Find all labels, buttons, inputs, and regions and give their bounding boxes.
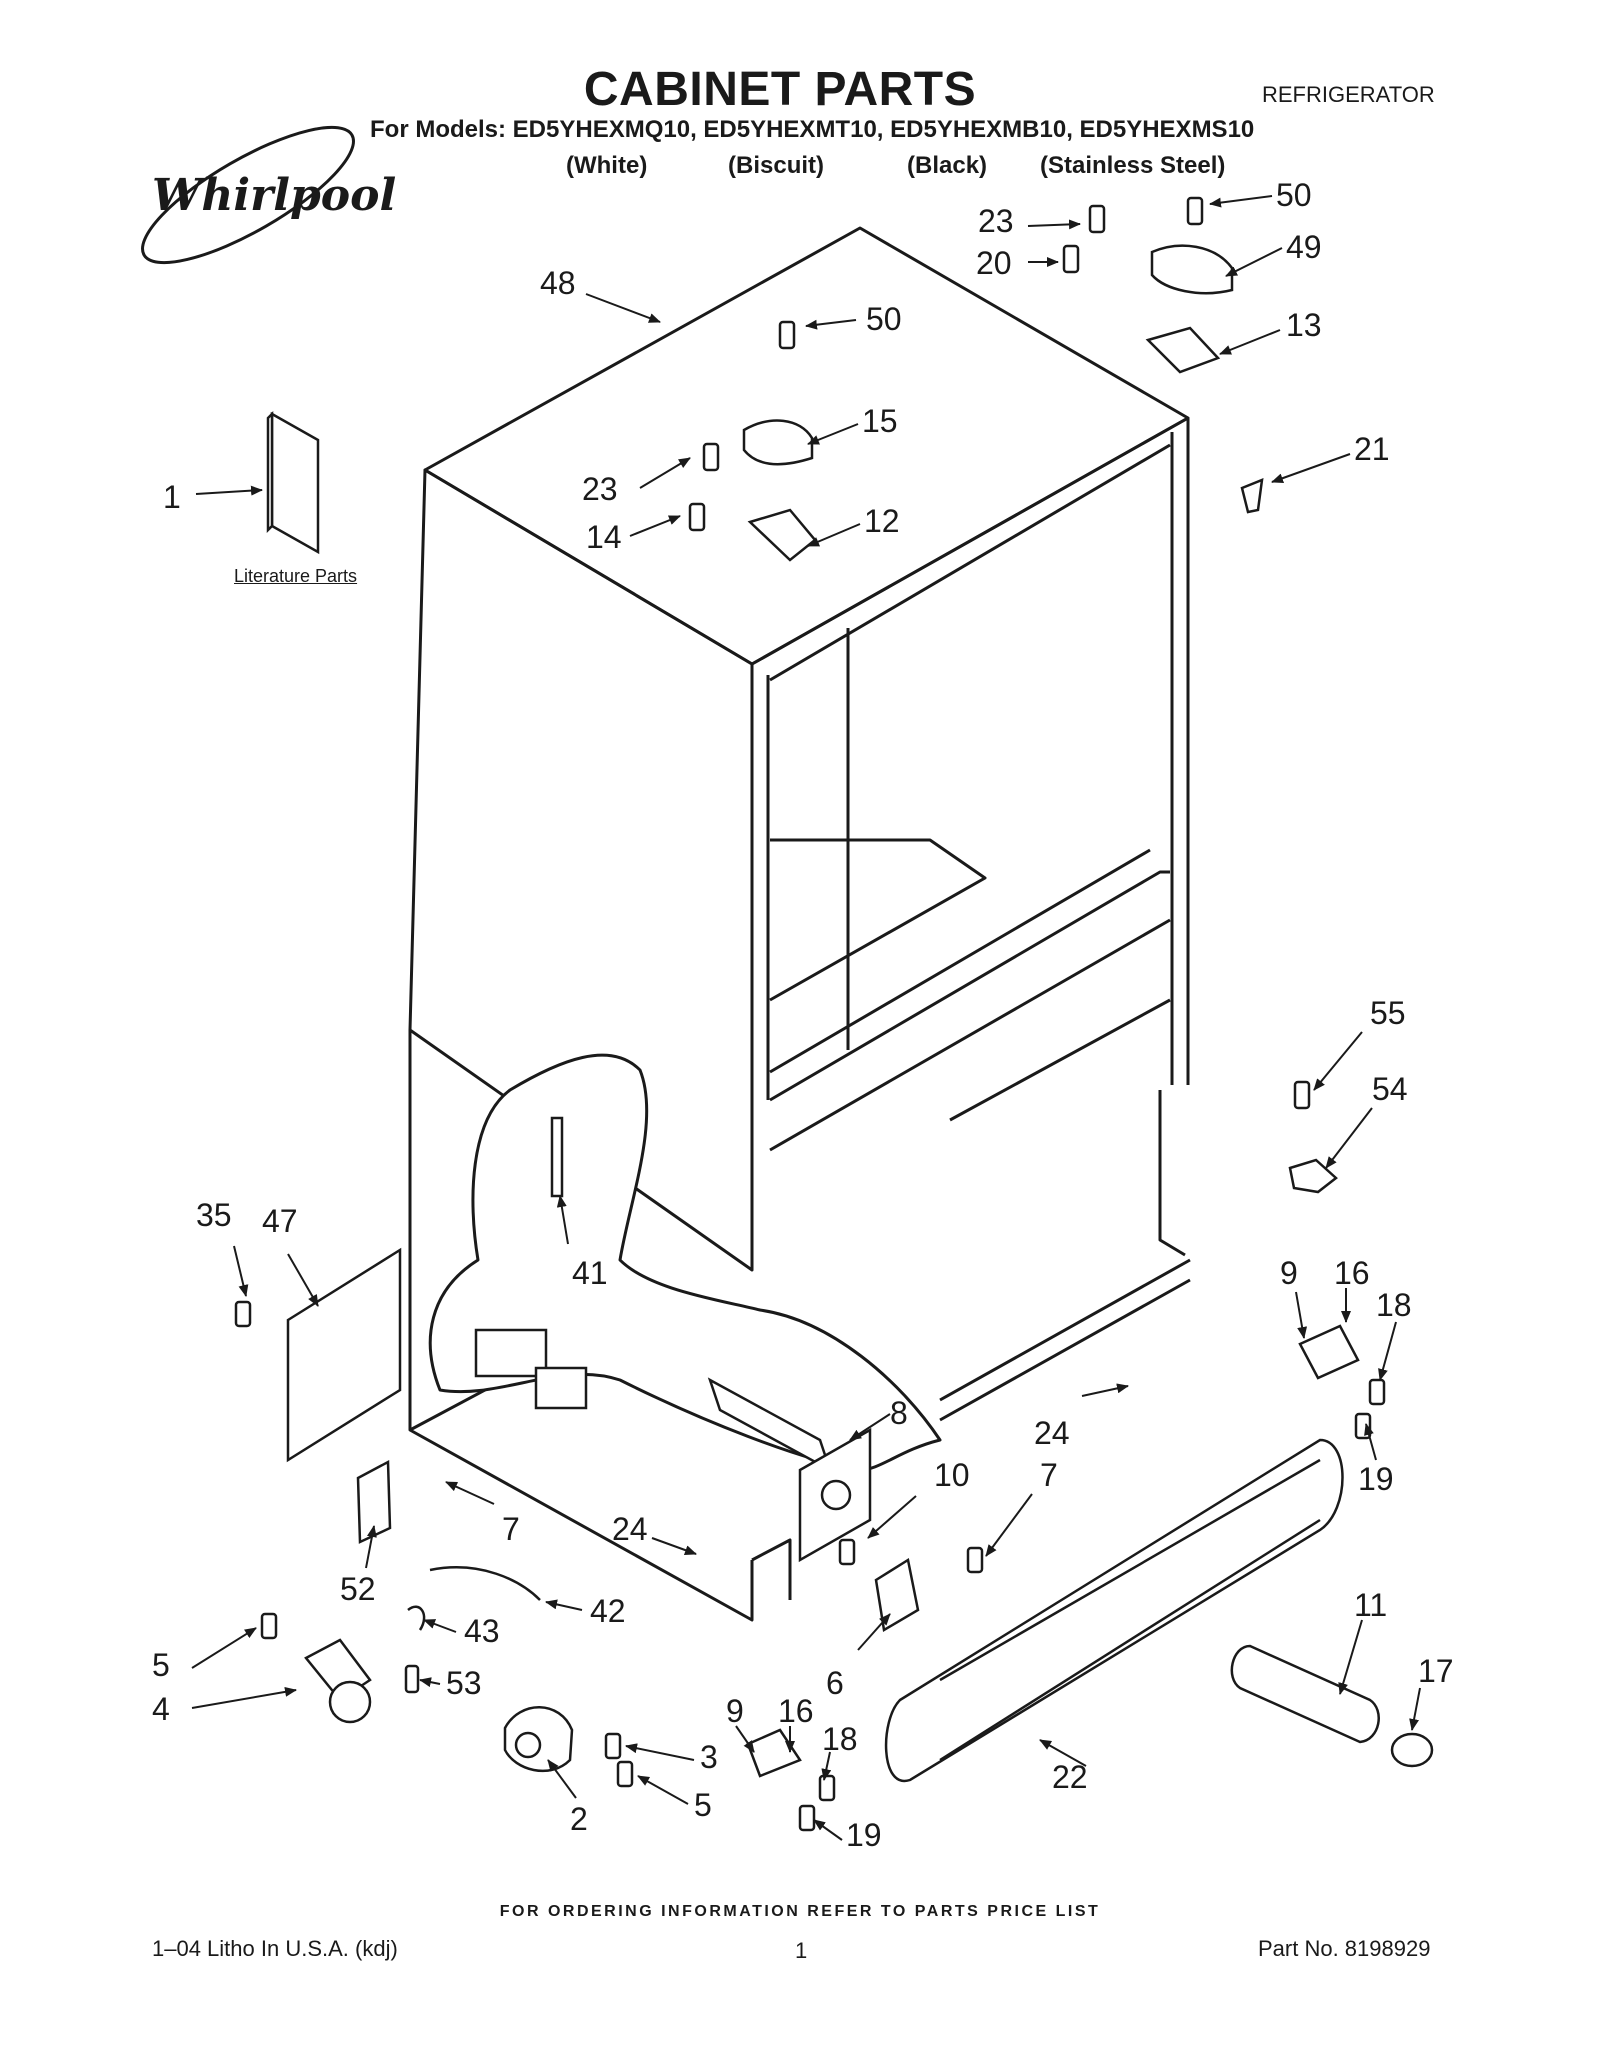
callout-50: 50 — [866, 301, 902, 337]
callout-47: 47 — [262, 1203, 298, 1239]
callout-1: 1 — [163, 479, 181, 515]
models-line: For Models: ED5YHEXMQ10, ED5YHEXMT10, ED… — [370, 116, 1255, 143]
callout-41: 41 — [572, 1255, 608, 1291]
color-stainless: (Stainless Steel) — [1040, 152, 1226, 179]
callout-43: 43 — [464, 1613, 500, 1649]
callout-7: 7 — [502, 1511, 520, 1547]
callout-2: 2 — [570, 1801, 588, 1837]
callout-13: 13 — [1286, 307, 1322, 343]
footer-litho: 1–04 Litho In U.S.A. (kdj) — [152, 1936, 398, 1961]
callout-53: 53 — [446, 1665, 482, 1701]
callout-7: 7 — [1040, 1457, 1058, 1493]
callout-50: 50 — [1276, 177, 1312, 213]
callout-9: 9 — [726, 1693, 744, 1729]
callout-12: 12 — [864, 503, 900, 539]
callout-23: 23 — [978, 203, 1014, 239]
callout-4: 4 — [152, 1691, 170, 1727]
color-white: (White) — [566, 152, 648, 179]
callout-16: 16 — [778, 1693, 814, 1729]
callout-48: 48 — [540, 265, 576, 301]
callout-10: 10 — [934, 1457, 970, 1493]
svg-text:Whirlpool: Whirlpool — [152, 170, 396, 221]
callout-49: 49 — [1286, 229, 1322, 265]
callout-19: 19 — [846, 1817, 882, 1853]
whirlpool-logo: Whirlpool — [141, 125, 396, 265]
footer-ordering-note: FOR ORDERING INFORMATION REFER TO PARTS … — [499, 1903, 1101, 1920]
callout-15: 15 — [862, 403, 898, 439]
callout-14: 14 — [586, 519, 622, 555]
callout-55: 55 — [1370, 995, 1406, 1031]
callout-24: 24 — [1034, 1415, 1070, 1451]
callout-21: 21 — [1354, 431, 1390, 467]
literature-booklet-icon — [270, 411, 320, 555]
callout-24: 24 — [612, 1511, 648, 1547]
callout-18: 18 — [1376, 1287, 1412, 1323]
callout-20: 20 — [976, 245, 1012, 281]
callout-52: 52 — [340, 1571, 376, 1607]
literature-parts-label: Literature Parts — [234, 566, 358, 586]
category-label: REFRIGERATOR — [1262, 82, 1435, 107]
footer-page-number: 1 — [795, 1938, 808, 1963]
callout-19: 19 — [1358, 1461, 1394, 1497]
leader-lines — [191, 195, 1421, 1841]
callout-18: 18 — [822, 1721, 858, 1757]
parts-shapes — [234, 196, 1434, 1832]
callout-6: 6 — [826, 1665, 844, 1701]
color-black: (Black) — [907, 152, 988, 179]
callout-42: 42 — [590, 1593, 626, 1629]
callout-3: 3 — [700, 1739, 718, 1775]
callout-16: 16 — [1334, 1255, 1370, 1291]
callout-17: 17 — [1418, 1653, 1454, 1689]
callout-54: 54 — [1372, 1071, 1408, 1107]
callout-35: 35 — [196, 1197, 232, 1233]
color-biscuit: (Biscuit) — [728, 152, 824, 179]
callout-9: 9 — [1280, 1255, 1298, 1291]
callout-5: 5 — [152, 1647, 170, 1683]
callout-23: 23 — [582, 471, 618, 507]
callout-5: 5 — [694, 1787, 712, 1823]
footer-part-number: Part No. 8198929 — [1258, 1936, 1431, 1961]
page-title: CABINET PARTS — [583, 63, 977, 116]
callout-8: 8 — [890, 1395, 908, 1431]
callout-22: 22 — [1052, 1759, 1088, 1795]
callout-11: 11 — [1354, 1587, 1387, 1623]
